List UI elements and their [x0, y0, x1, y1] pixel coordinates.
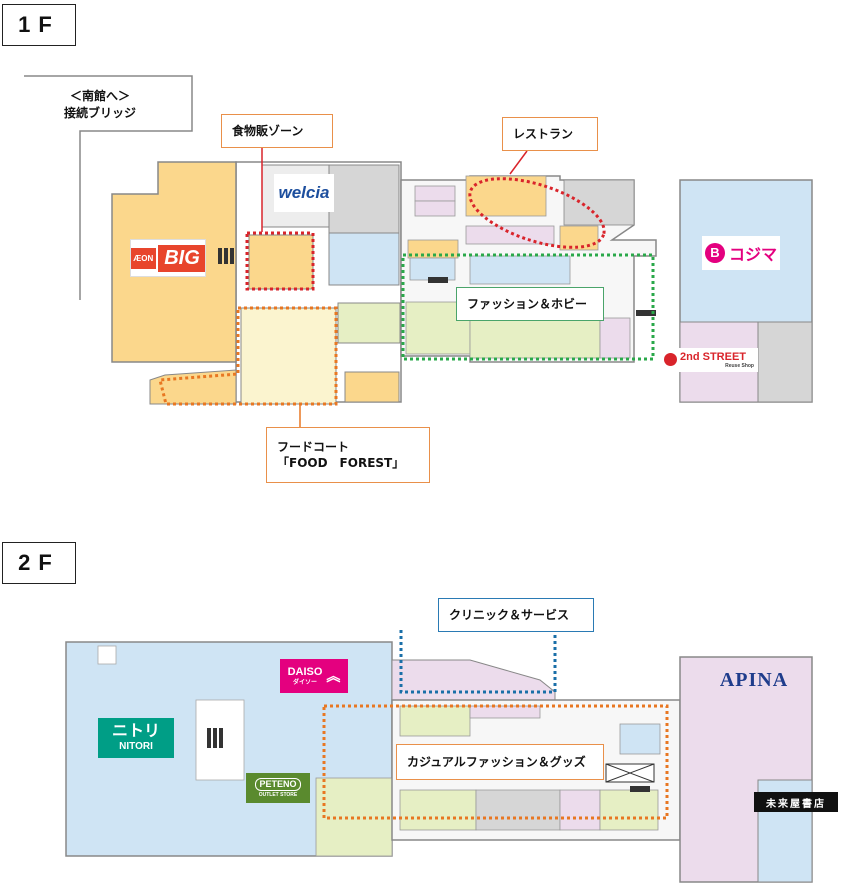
- fashion-hobby-zone-label: ファッション＆ホビー: [456, 287, 604, 321]
- aeon-big-lower-area: [149, 369, 237, 405]
- bridge-label: ＜南館へ＞ 接続ブリッジ: [40, 88, 160, 122]
- service-block: [328, 232, 400, 286]
- daiso-text: DAISO: [287, 665, 323, 678]
- clinic-zone-outline: [399, 630, 557, 694]
- peteno-text: PETENO: [255, 777, 301, 791]
- welcia-text: welcia: [278, 183, 330, 202]
- bookstore-text: 未来屋書店: [766, 798, 826, 810]
- restaurant-block: [559, 225, 599, 251]
- shop-block: [599, 317, 631, 359]
- gray-block: [475, 789, 561, 831]
- nitori-jp-text: ニトリ: [111, 723, 160, 740]
- aeon-mark: ÆON: [131, 247, 157, 269]
- fashion-block: [599, 789, 659, 831]
- gray-block: [328, 164, 400, 234]
- peteno-sub: OUTLET STORE: [258, 791, 298, 798]
- nitori-logo: ニトリ NITORI: [98, 718, 174, 758]
- kojima-b-icon: B: [704, 243, 725, 263]
- fashion-block: [399, 789, 477, 831]
- welcia-logo: welcia: [274, 174, 334, 212]
- food-block: [344, 371, 400, 403]
- daiso-chevron-icon: ︽: [326, 668, 341, 684]
- casual-fashion-zone-label: カジュアルファッション＆グッズ: [396, 744, 604, 780]
- shop-block: [559, 789, 601, 831]
- shop-block: [414, 185, 456, 202]
- apina-text: APINA: [719, 668, 789, 691]
- escalator-marks-1f: [218, 248, 656, 316]
- restaurant-zone-label: レストラン: [502, 117, 598, 151]
- second-street-sub: Reuse Shop: [725, 362, 754, 369]
- fashion-block: [469, 255, 571, 285]
- apina-logo: APINA: [712, 665, 796, 695]
- fashion-zone-outline: [401, 253, 655, 361]
- clinic-service-zone-label: クリニック＆サービス: [438, 598, 594, 632]
- floor-2f-plan: [65, 630, 813, 883]
- fashion-block: [399, 705, 471, 737]
- second-street-logo: 2nd STREET Reuse Shop: [662, 348, 758, 372]
- gray-block: [563, 179, 635, 226]
- shop-block: [409, 257, 456, 281]
- food-sales-zone-label: 食物販ゾーン: [221, 114, 333, 148]
- fashion-block: [469, 317, 601, 359]
- second-street-text: 2nd STREET: [680, 350, 747, 363]
- daiso-logo: DAISO ダイソー ︽: [280, 659, 348, 693]
- peteno-logo: PETENO OUTLET STORE: [246, 773, 310, 803]
- clinic-area: [391, 659, 556, 701]
- floor-1f-label: 1F: [2, 4, 76, 46]
- shop-block: [619, 723, 661, 755]
- shop-block: [414, 200, 456, 217]
- floor-2f-label: 2F: [2, 542, 76, 584]
- escalator-marks-2f: [207, 728, 650, 792]
- shop-block: [469, 705, 541, 719]
- atrium-void-cross: [605, 763, 655, 783]
- second-street-icon: [664, 353, 677, 366]
- restaurant-zone-outline: [468, 177, 606, 249]
- bridge-outline: [24, 75, 193, 300]
- shop-block: [465, 225, 555, 245]
- fashion-block: [337, 302, 401, 344]
- kojima-text: コジマ: [728, 247, 777, 264]
- casual-zone-outline: [322, 704, 669, 820]
- food-court-label-line1: フードコート: [277, 439, 350, 454]
- kojima-logo: B コジマ: [702, 236, 780, 270]
- bridge-label-line2: 接続ブリッジ: [63, 105, 136, 120]
- bridge-label-line1: ＜南館へ＞: [69, 89, 130, 103]
- food-sales-zone-outline: [245, 231, 315, 291]
- food-sales-area: [248, 234, 314, 290]
- food-court-area: [240, 307, 337, 405]
- restaurant-block: [465, 175, 547, 217]
- restaurant-leader-line: [509, 150, 528, 175]
- bookstore-logo: 未来屋書店: [754, 792, 838, 812]
- food-court-zone-label: フードコート 「FOOD FOREST」: [266, 427, 430, 483]
- daiso-sub: ダイソー: [292, 679, 317, 686]
- void-block: [97, 645, 117, 665]
- aeon-big-logo: ÆON BIG: [130, 239, 206, 277]
- food-court-zone-outline: [158, 306, 338, 406]
- food-court-label-line2: 「FOOD FOREST」: [277, 456, 405, 470]
- big-mark: BIG: [158, 244, 205, 272]
- gray-block: [757, 321, 813, 403]
- nitori-text: NITORI: [119, 741, 153, 752]
